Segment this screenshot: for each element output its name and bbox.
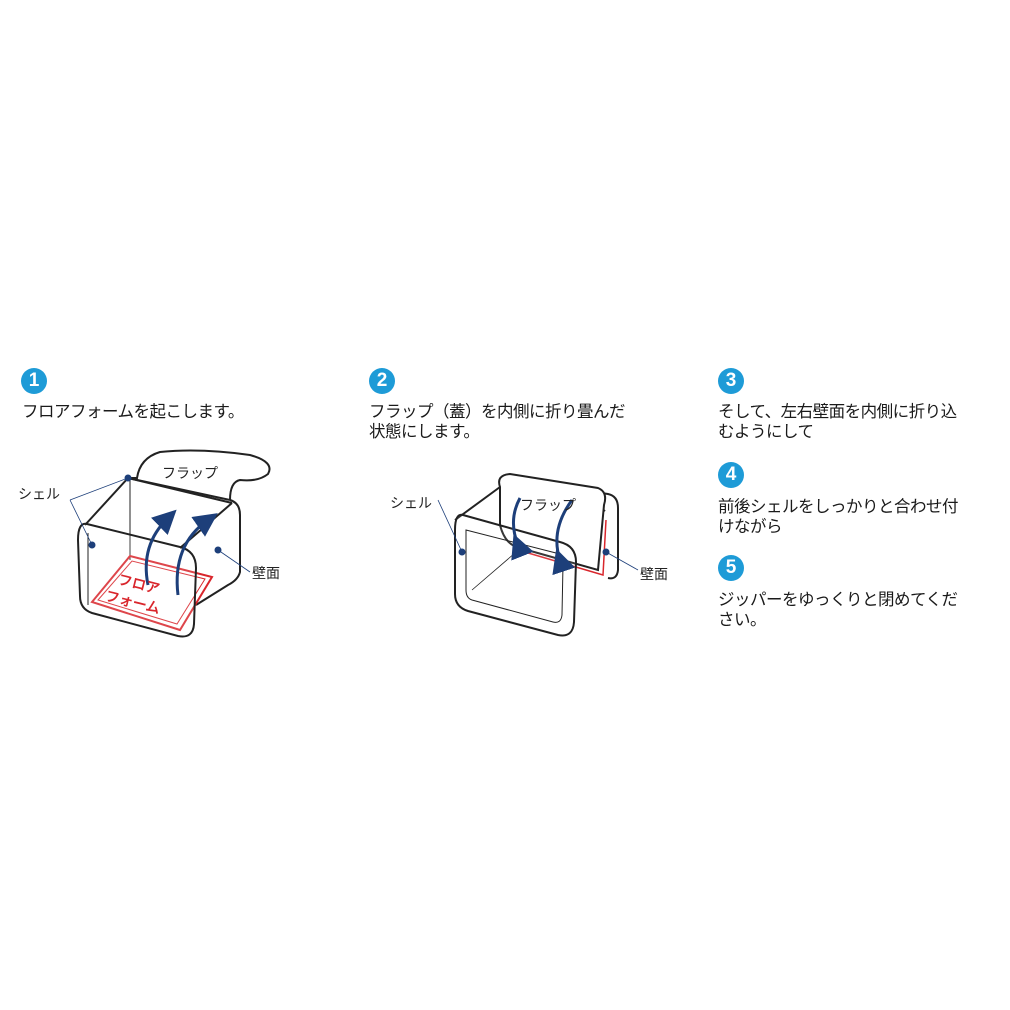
step-4-badge: 4 xyxy=(718,462,744,488)
front-shell xyxy=(76,522,198,638)
step-1-badge: 1 xyxy=(21,368,47,394)
step-3-badge: 3 xyxy=(718,368,744,394)
step-2-text-line2: 状態にします。 xyxy=(369,422,480,441)
step-4-text-line2: けながら xyxy=(718,517,783,536)
step-4-text-line1: 前後シェルをしっかりと合わせ付 xyxy=(718,497,959,516)
diagram-2-wall-label: 壁面 xyxy=(640,567,668,583)
floor-foam xyxy=(90,554,214,632)
step-3-text-line1: そして、左右壁面を内側に折り込 xyxy=(718,402,957,421)
step-2-badge: 2 xyxy=(369,368,395,394)
step-1-text: フロアフォームを起こします。 xyxy=(22,402,244,421)
diagram-1-open-case xyxy=(69,449,271,638)
step-3-text-line2: むようにして xyxy=(718,422,814,441)
diagram-1-wall-label: 壁面 xyxy=(252,566,280,582)
step-5-text-line2: さい。 xyxy=(718,610,767,629)
diagram-1-flap-label: フラップ xyxy=(162,466,218,482)
diagram-2-flap-label: フラップ xyxy=(520,498,576,514)
diagram-2-shell-label: シェル xyxy=(390,496,432,512)
step-2-text-line1: フラップ（蓋）を内側に折り畳んだ xyxy=(369,402,626,421)
step-5-badge: 5 xyxy=(718,555,744,581)
flap-shape xyxy=(127,449,271,502)
step-5-text-line1: ジッパーをゆっくりと閉めてくだ xyxy=(718,590,958,609)
diagram-1-shell-label: シェル xyxy=(18,487,60,503)
diagram-2-flap-folded xyxy=(437,472,639,637)
